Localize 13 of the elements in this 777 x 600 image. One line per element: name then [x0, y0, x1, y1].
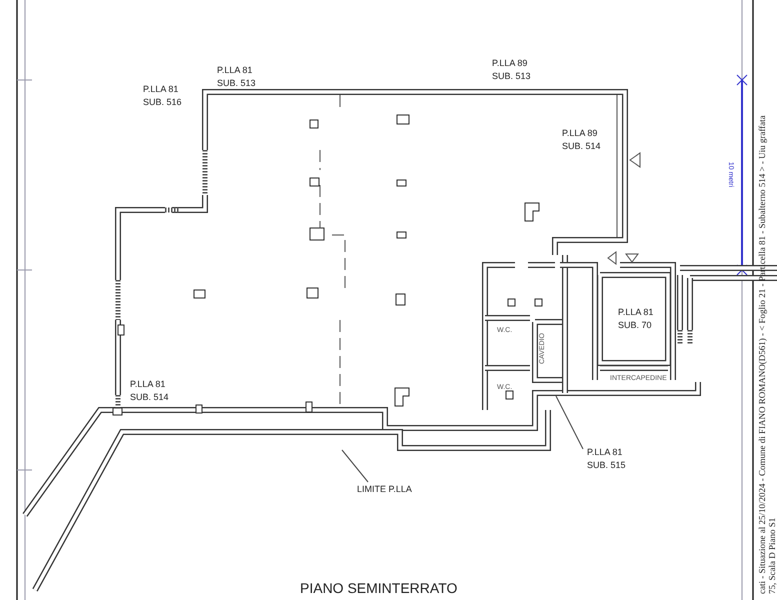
plan-title: PIANO SEMINTERRATO [300, 580, 458, 596]
cadastral-note: cati - Situazione al 25/10/2024 - Comune di FIANO ROMANO(D561) - < Foglio 21 - Particella 81 - Subalterno 514 > - Uiu graffata [757, 115, 767, 594]
room-label: P.LLA 81 SUB. 513 [217, 64, 257, 90]
room-label: P.LLA 81 SUB. 516 [143, 83, 183, 109]
room-label: P.LLA 89 SUB. 514 [562, 127, 602, 153]
room-label: P.LLA 81 SUB. 70 [618, 306, 654, 332]
boundary-label: LIMITE P.LLA [357, 483, 412, 496]
room-label: P.LLA 89 SUB. 513 [492, 57, 532, 83]
cadastral-note: 75, Scala D Piano S1 [767, 518, 777, 594]
leader-line [556, 396, 584, 450]
room-label: P.LLA 81 SUB. 514 [130, 378, 170, 404]
room-label: P.LLA 81 SUB. 515 [587, 446, 635, 472]
leader-line [342, 450, 368, 482]
